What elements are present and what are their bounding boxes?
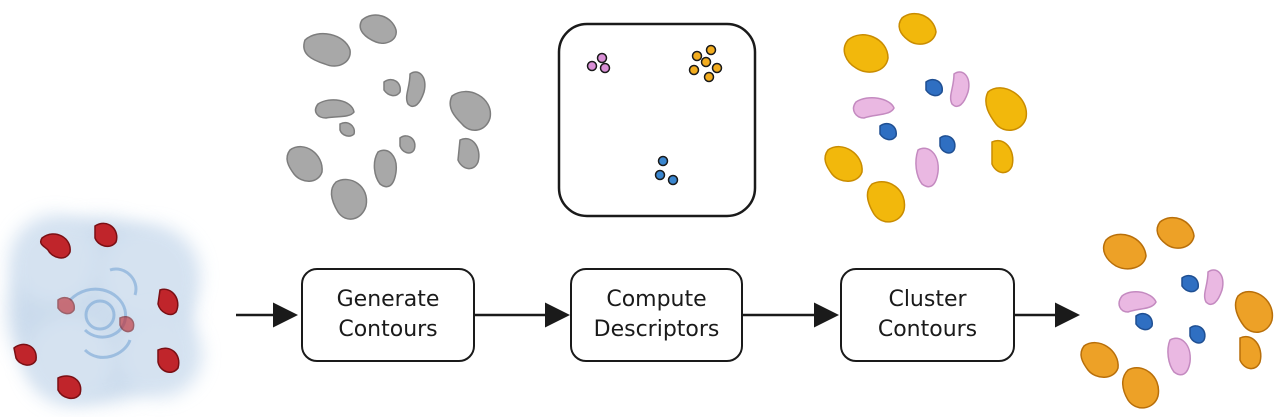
input-inner-structure [68,267,138,359]
cluster-blue-contours [879,78,956,154]
cluster-yellow-contours [824,12,1027,223]
generated-contours-cloud [286,14,492,220]
clustered-contours-cloud [824,12,1027,223]
input-red-contours [13,222,180,400]
step-generate-contours: Generate Contours [301,268,475,362]
step-compute-descriptors-label: Compute Descriptors [593,287,720,342]
step-cluster-contours: Cluster Contours [840,268,1015,362]
step-generate-contours-label: Generate Contours [336,287,440,342]
cluster-pink-contours [852,71,970,188]
scatter-cluster-pink [586,52,611,74]
descriptor-space-frame [557,22,757,218]
step-compute-descriptors: Compute Descriptors [570,268,743,362]
step-cluster-contours-label: Cluster Contours [877,287,978,342]
result-pink-contours [1118,269,1224,376]
descriptor-space-panel [557,22,757,218]
input-density-map [8,215,202,405]
scatter-cluster-orange [688,44,723,83]
result-orange-contours [1080,216,1274,409]
input-blob [8,215,202,405]
scatter-cluster-blue [654,155,679,186]
result-contours-cloud [1080,216,1274,409]
result-blue-contours [1135,274,1206,344]
